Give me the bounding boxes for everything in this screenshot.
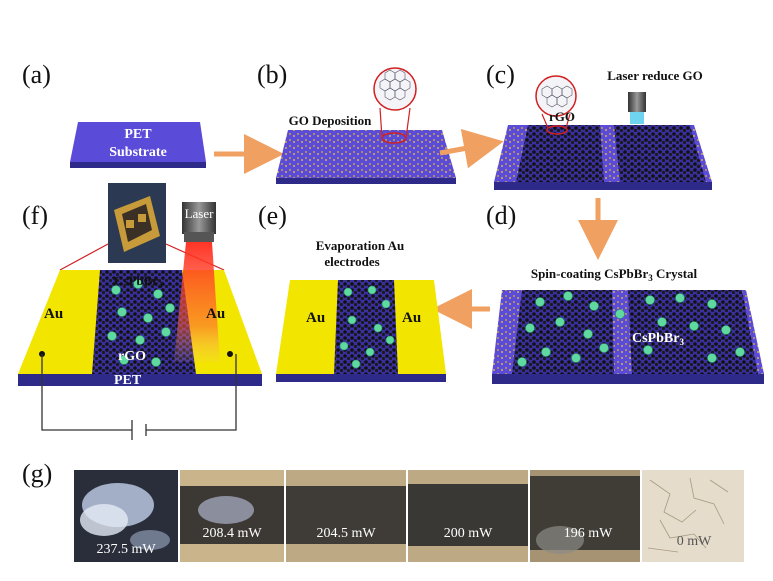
rgo-zoom-icon xyxy=(535,75,577,117)
substrate-label-line1: PET xyxy=(124,127,152,142)
svg-text:CsPbBr3: CsPbBr3 xyxy=(632,331,684,347)
pet-substrate: PET Substrate xyxy=(70,122,206,168)
crystal-label-d-sub: 3 xyxy=(679,337,684,347)
pet-label-f: PET xyxy=(114,373,142,388)
power-label-6: 0 mW xyxy=(677,534,712,549)
spin-coating-caption-sub: 3 xyxy=(648,273,653,283)
arrow-b-to-c xyxy=(439,128,504,169)
spin-coating-caption-tail: Crystal xyxy=(653,266,698,281)
rgo-label-c: rGO xyxy=(549,109,575,124)
power-label-2: 208.4 mW xyxy=(202,526,262,541)
photo-6 xyxy=(642,470,744,562)
laser-icon: Laser xyxy=(182,202,216,242)
laser-head-icon xyxy=(628,92,646,124)
photodetector-device: Laser CsPbBr3 Au Au rGO PET xyxy=(18,183,262,440)
panel-label-c: (c) xyxy=(486,60,515,89)
au-left-label-e: Au xyxy=(306,310,325,326)
laser-power-photos: 237.5 mW 208.4 mW 204.5 mW 200 mW 196 mW… xyxy=(74,470,744,562)
substrate-label-line2: Substrate xyxy=(109,145,167,160)
go-deposition-caption: GO Deposition xyxy=(289,113,372,128)
panel-label-e: (e) xyxy=(258,201,287,230)
evaporation-caption-line2: electrodes xyxy=(324,254,379,269)
laser-label: Laser xyxy=(185,206,215,221)
power-label-4: 200 mW xyxy=(444,526,493,541)
panel-label-f: (f) xyxy=(22,201,48,230)
crystal-label-f-sub: 3 xyxy=(158,280,163,290)
circuit-wire xyxy=(41,354,237,440)
evaporation-sample: Evaporation Au electrodes Au Au xyxy=(276,238,446,382)
crystal-label-f: CsPbBr xyxy=(114,273,158,288)
au-right-label-e: Au xyxy=(402,310,421,326)
svg-text:Spin-coating CsPbBr3 Crystal: Spin-coating CsPbBr3 Crystal xyxy=(531,266,698,283)
power-label-3: 204.5 mW xyxy=(316,526,376,541)
evaporation-caption-line1: Evaporation Au xyxy=(316,238,405,253)
spin-coating-caption: Spin-coating CsPbBr xyxy=(531,266,649,281)
panel-label-a: (a) xyxy=(22,60,51,89)
au-left-label-f: Au xyxy=(44,306,63,322)
au-right-label-f: Au xyxy=(206,306,225,322)
power-label-5: 196 mW xyxy=(564,526,613,541)
laser-reduce-sample: rGO Laser reduce GO xyxy=(494,68,712,190)
panel-label-g: (g) xyxy=(22,459,52,488)
svg-text:CsPbBr3: CsPbBr3 xyxy=(114,273,163,290)
panel-label-b: (b) xyxy=(257,60,287,89)
go-deposition-sample: GO Deposition xyxy=(276,67,456,184)
panel-label-d: (d) xyxy=(486,201,516,230)
rgo-label-f: rGO xyxy=(118,349,146,364)
laser-beam xyxy=(174,242,220,362)
power-label-1: 237.5 mW xyxy=(96,542,156,557)
spin-coating-sample: Spin-coating CsPbBr3 Crystal CsPbBr3 xyxy=(492,266,764,384)
crystal-label-d: CsPbBr xyxy=(632,331,679,346)
laser-reduce-caption: Laser reduce GO xyxy=(607,68,703,83)
go-zoom-icon xyxy=(373,67,417,111)
